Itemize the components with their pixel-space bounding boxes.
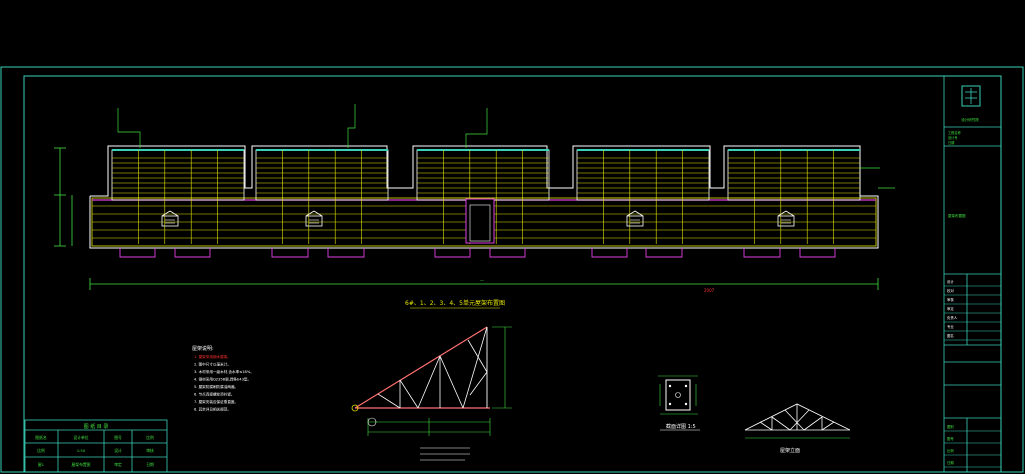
title-label: 校对 xyxy=(947,288,954,293)
note-line: 7. 屋架安装应保证垂直度。 xyxy=(194,399,238,404)
title-label: 设计 xyxy=(947,279,954,284)
roof-unit xyxy=(576,149,710,244)
title-row-label: 日期 xyxy=(948,140,954,145)
title-label: 负责人 xyxy=(947,315,958,320)
sheet-inner-border xyxy=(23,75,1002,473)
sheet-outer-border xyxy=(0,66,1024,473)
roof-plan: — xyxy=(54,104,895,290)
drawing-list-header: 图 纸 目 录 xyxy=(84,423,109,430)
title-row-label: 工程名称 xyxy=(948,130,962,135)
sheet-label: 2007 xyxy=(704,288,715,293)
project-label: 屋架布置图 xyxy=(948,213,966,218)
table-cell: 设计单位 xyxy=(73,435,88,440)
table-cell: 比例 xyxy=(37,448,45,453)
note-line: 8. 其余详见相关规范。 xyxy=(194,407,231,412)
svg-text:—: — xyxy=(480,278,484,283)
notes-title: 屋架说明: xyxy=(192,345,214,352)
table-cell: 比例 xyxy=(146,435,154,440)
roof-unit xyxy=(111,149,245,244)
note-line: 6. 节点连接螺栓须拧紧。 xyxy=(194,392,235,397)
title-row-label: 设计号 xyxy=(948,135,958,140)
section-detail xyxy=(658,375,698,415)
table-cell: 屋架布置图 xyxy=(72,462,91,467)
table-cell: 图号 xyxy=(114,435,122,440)
company-label: 设计研究院 xyxy=(961,117,979,122)
truss-elevation xyxy=(351,326,512,461)
roof-plan-caption: 6#、1、2、3、4、5单元屋架布置图 xyxy=(405,299,505,307)
note-line: 4. 钢材采用Q235B钢,焊条E43型。 xyxy=(194,377,251,382)
table-cell: 审定 xyxy=(114,462,122,467)
roof-unit xyxy=(727,149,861,244)
roof-unit xyxy=(255,149,389,244)
notes-block: 屋架说明: 1. 屋架采用钢木屋架。 2. 图中尺寸以毫米计。 3. 木材采用一级木… xyxy=(192,345,254,412)
company-logo-icon xyxy=(961,85,981,107)
table-cell: 审核 xyxy=(146,448,154,453)
drawing-list-table xyxy=(24,419,168,473)
title-label: 审定 xyxy=(947,306,954,311)
title-footer-label: 图号 xyxy=(947,436,954,441)
roof-unit xyxy=(416,149,550,244)
table-cell: 图纸名 xyxy=(35,435,47,440)
title-label: 专业 xyxy=(947,324,954,329)
section-detail-label: 截面详图 1:5 xyxy=(666,423,696,430)
title-label: 图名 xyxy=(947,333,954,338)
note-line: 5. 屋架防腐刷防腐油两遍。 xyxy=(194,384,238,389)
table-cell: 日期 xyxy=(146,462,154,467)
title-footer-label: 日期 xyxy=(947,460,954,465)
title-block xyxy=(943,75,1002,473)
note-line: 2. 图中尺寸以毫米计。 xyxy=(194,362,231,367)
table-cell: 1:50 xyxy=(77,448,86,453)
small-truss xyxy=(744,403,851,439)
title-footer-label: 图别 xyxy=(947,424,954,429)
table-cell: 屋1 xyxy=(38,462,45,467)
note-line: 3. 木材采用一级木材,含水率≤18%。 xyxy=(194,369,254,374)
title-footer-label: 比例 xyxy=(947,448,954,453)
table-cell: 设计 xyxy=(114,448,122,453)
title-label: 审核 xyxy=(947,297,954,302)
note-line: 1. 屋架采用钢木屋架。 xyxy=(194,354,231,359)
small-truss-label: 屋架立面 xyxy=(780,447,800,454)
